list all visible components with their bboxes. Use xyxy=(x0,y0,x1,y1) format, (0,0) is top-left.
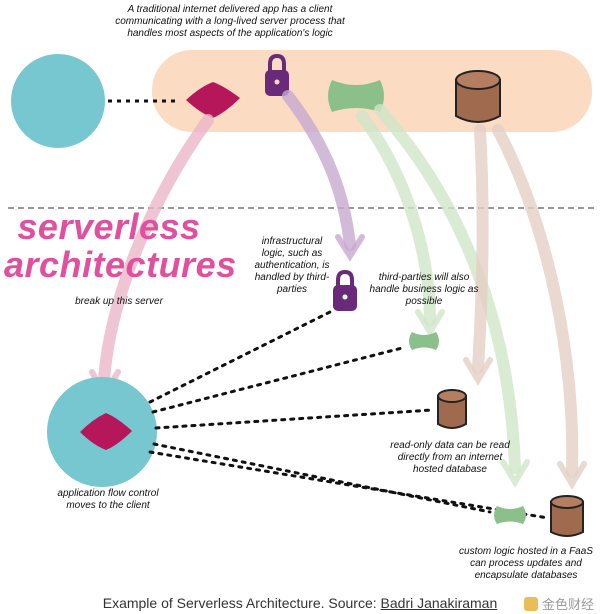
database-icon xyxy=(550,495,584,537)
bone-icon xyxy=(328,80,384,112)
note-third-parties: third-parties will also handle business … xyxy=(369,272,479,307)
note-read-only: read-only data can be read directly from… xyxy=(390,440,510,475)
lock-icon xyxy=(265,53,289,96)
watermark-text: 金色财经 xyxy=(541,597,594,612)
note-infrastructural: infrastructural logic, such as authentic… xyxy=(254,236,330,295)
lock-icon xyxy=(333,269,357,311)
database-icon xyxy=(437,389,467,429)
logic-diamond-icon xyxy=(186,82,240,118)
figure-caption: Example of Serverless Architecture. Sour… xyxy=(0,595,600,611)
logic-diamond-icon xyxy=(80,413,132,450)
database-icon xyxy=(455,70,501,123)
client-circle xyxy=(11,54,105,148)
service-links xyxy=(148,310,550,520)
migration-arrows xyxy=(89,90,587,490)
watermark: 金色财经 xyxy=(523,594,594,613)
note-traditional-app: A traditional internet delivered app has… xyxy=(115,4,345,39)
page-title: serverless architectures xyxy=(4,206,237,285)
bone-icon xyxy=(409,332,439,350)
caption-text: Example of Serverless Architecture. Sour… xyxy=(102,595,381,611)
bone-icon xyxy=(494,506,526,524)
note-break-up: break up this server xyxy=(75,296,163,307)
source-link[interactable]: Badri Janakiraman xyxy=(380,595,498,611)
note-app-flow: application flow control moves to the cl… xyxy=(57,488,159,511)
note-custom-logic: custom logic hosted in a FaaS can proces… xyxy=(459,546,593,581)
watermark-logo-icon xyxy=(523,596,538,611)
